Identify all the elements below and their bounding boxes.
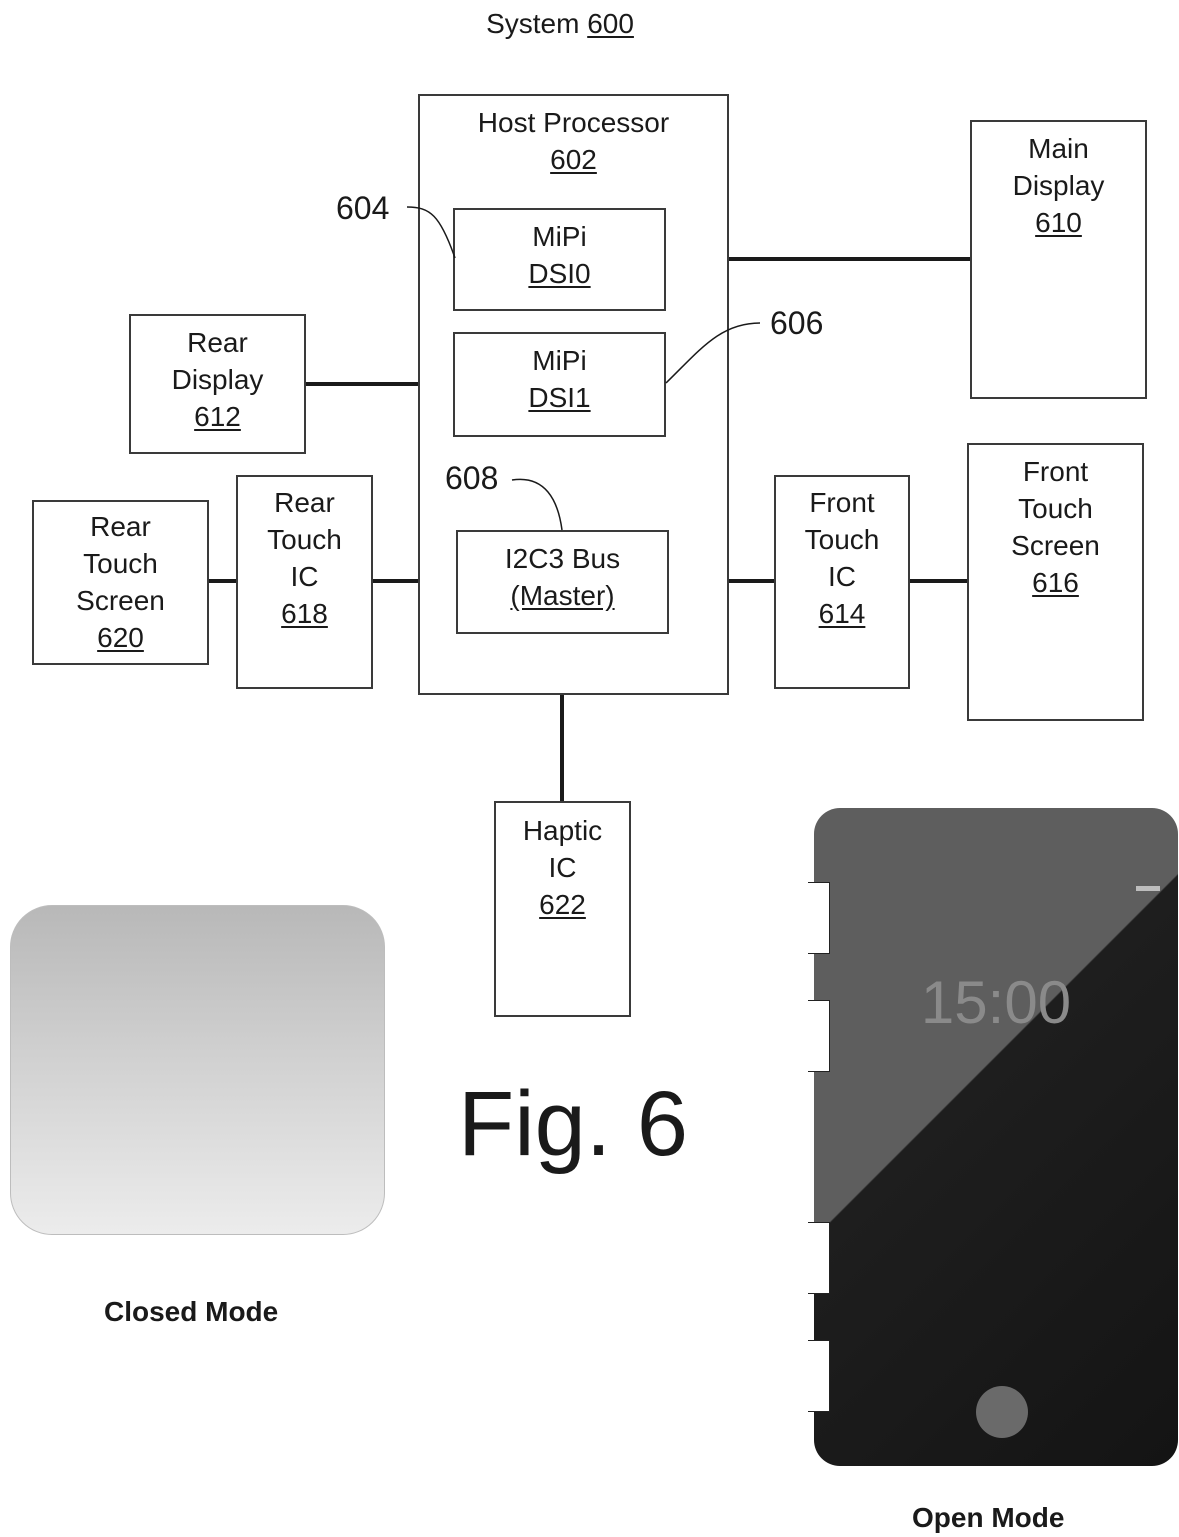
rear-touch-screen-label: Rear Touch Screen 620 — [32, 508, 209, 656]
rear-display-label: Rear Display 612 — [129, 324, 306, 435]
rear-display-ref: 612 — [194, 401, 241, 432]
mipi-dsi0-line2: DSI0 — [528, 258, 591, 289]
main-display-box — [970, 120, 1147, 399]
system-title-prefix: System — [486, 8, 580, 39]
front-touch-ic-line3: IC — [828, 561, 856, 592]
rear-touch-ic-ref: 618 — [281, 598, 328, 629]
i2c3-bus-line1: I2C3 Bus — [504, 543, 621, 574]
front-touch-screen-line1: Front — [1022, 456, 1089, 487]
phone-notch-1 — [808, 882, 830, 954]
system-title: System 600 — [430, 5, 690, 42]
rear-display-line2: Display — [171, 364, 264, 395]
rear-display-box — [129, 314, 306, 454]
phone-home-button — [976, 1386, 1028, 1438]
wire-i2c-rear-touch-ic — [372, 579, 458, 583]
wire-i2c-haptic-ic — [560, 632, 564, 802]
haptic-ic-box — [494, 801, 631, 1017]
i2c3-bus-box — [456, 530, 669, 634]
wire-front-touch-ic-screen — [909, 579, 968, 583]
callout-606: 606 — [770, 305, 824, 341]
phone-notch-4 — [808, 1340, 830, 1412]
front-touch-ic-line1: Front — [809, 487, 875, 518]
i2c3-bus-line2: (Master) — [510, 580, 615, 611]
host-processor-ref: 602 — [550, 144, 597, 175]
mipi-dsi0-label: MiPi DSI0 — [453, 218, 666, 292]
mipi-dsi1-label: MiPi DSI1 — [453, 342, 666, 416]
rear-touch-screen-line1: Rear — [90, 511, 151, 542]
rear-touch-screen-line2: Touch — [83, 548, 158, 579]
mipi-dsi1-line1: MiPi — [532, 345, 587, 376]
phone-notch-3 — [808, 1222, 830, 1294]
front-touch-screen-label: Front Touch Screen 616 — [967, 453, 1144, 601]
mipi-dsi0-line1: MiPi — [532, 221, 587, 252]
callout-604: 604 — [336, 190, 390, 226]
front-touch-ic-box — [774, 475, 910, 689]
host-processor-label: Host Processor 602 — [418, 104, 729, 178]
system-ref: 600 — [587, 8, 634, 39]
front-touch-screen-box — [967, 443, 1144, 721]
rear-touch-ic-line1: Rear — [274, 487, 335, 518]
front-touch-ic-ref: 614 — [818, 598, 866, 629]
figure-title: Fig. 6 — [458, 1073, 689, 1175]
front-touch-ic-label: Front Touch IC 614 — [774, 484, 910, 632]
haptic-ic-label: Haptic IC 622 — [494, 812, 631, 923]
wire-rear-touch-ic-screen — [207, 579, 237, 583]
haptic-ic-ref: 622 — [539, 889, 586, 920]
mipi-dsi1-box — [453, 332, 666, 437]
closed-mode-label: Closed Mode — [104, 1296, 279, 1327]
rear-touch-ic-box — [236, 475, 373, 689]
rear-touch-screen-ref: 620 — [97, 622, 144, 653]
main-display-ref: 610 — [1035, 207, 1082, 238]
mipi-dsi0-box — [453, 208, 666, 311]
haptic-ic-line2: IC — [548, 852, 577, 883]
rear-display-line1: Rear — [187, 327, 248, 358]
rear-touch-ic-label: Rear Touch IC 618 — [236, 484, 373, 632]
front-touch-screen-line2: Touch — [1018, 493, 1093, 524]
rear-touch-ic-line2: Touch — [267, 524, 342, 555]
phone-status-indicator — [1136, 886, 1160, 891]
i2c3-bus-label: I2C3 Bus (Master) — [456, 540, 669, 614]
front-touch-screen-ref: 616 — [1032, 567, 1079, 598]
wire-dsi0-main-display — [665, 257, 971, 261]
open-mode-label: Open Mode — [912, 1502, 1065, 1533]
open-mode-phone: 15:00 — [814, 808, 1178, 1466]
phone-notch-2 — [808, 1000, 830, 1072]
mipi-dsi1-line2: DSI1 — [528, 382, 591, 413]
main-display-line2: Display — [1012, 170, 1105, 201]
rear-touch-screen-box — [32, 500, 209, 665]
rear-touch-ic-line3: IC — [290, 561, 319, 592]
haptic-ic-line1: Haptic — [522, 815, 603, 846]
front-touch-ic-line2: Touch — [804, 524, 880, 555]
front-touch-screen-line3: Screen — [1011, 530, 1100, 561]
wire-rear-display-dsi1 — [305, 382, 454, 386]
main-display-line1: Main — [1028, 133, 1089, 164]
closed-mode-device — [10, 905, 385, 1235]
callout-608: 608 — [445, 460, 499, 496]
main-display-label: Main Display 610 — [970, 130, 1147, 241]
rear-touch-screen-line3: Screen — [76, 585, 165, 616]
phone-clock: 15:00 — [920, 969, 1072, 1036]
host-processor-title: Host Processor — [477, 107, 670, 138]
